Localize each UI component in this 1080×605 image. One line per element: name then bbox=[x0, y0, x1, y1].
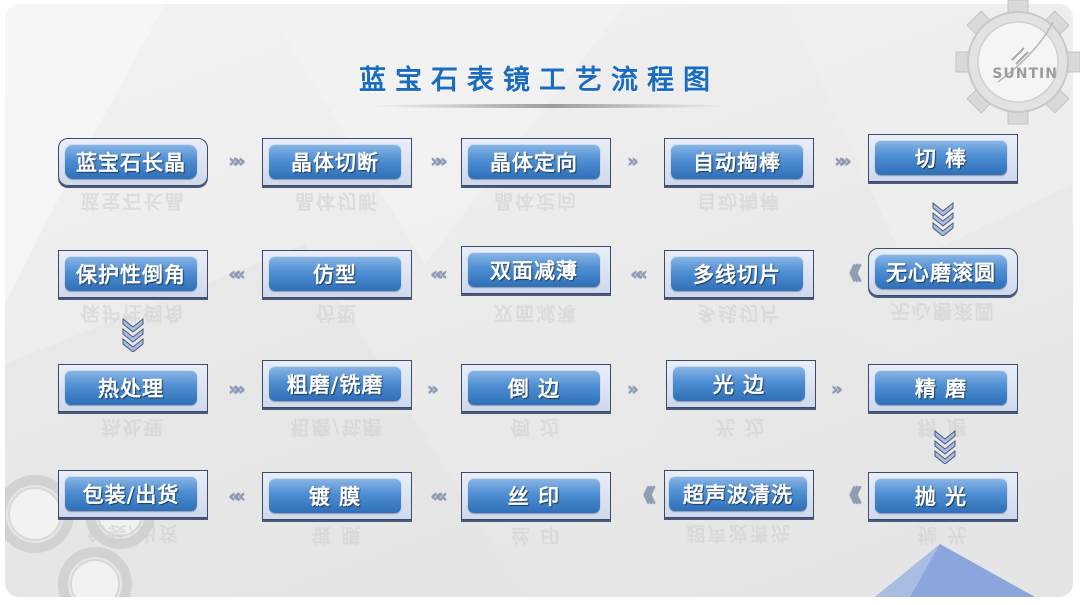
step-multi-wire-slicing[interactable]: 多线切片 bbox=[664, 250, 814, 298]
step-label: 双面减薄 bbox=[490, 258, 578, 283]
arrow-left-icon: 《《 bbox=[634, 486, 656, 507]
step-label: 粗磨/铣磨 bbox=[286, 372, 384, 397]
chevron-down-icon bbox=[932, 201, 954, 236]
step-label: 多线切片 bbox=[693, 262, 781, 287]
step-label: 仿型 bbox=[313, 262, 357, 287]
step-label: 切 棒 bbox=[914, 146, 968, 171]
step-ultrasonic-cleaning[interactable]: 超声波清洗 bbox=[664, 470, 814, 518]
arrow-right-icon: »» bbox=[834, 151, 851, 172]
step-rod-cutting[interactable]: 切 棒 bbox=[868, 134, 1018, 182]
step-label: 晶体切断 bbox=[291, 150, 379, 175]
step-label: 无心磨滚圆 bbox=[886, 260, 996, 285]
step-reflection: 超声波清洗 bbox=[686, 522, 792, 544]
step-coating[interactable]: 镀 膜 bbox=[262, 472, 412, 520]
step-label: 晶体定向 bbox=[490, 150, 578, 175]
step-label: 自动掏棒 bbox=[693, 150, 781, 175]
step-label: 包装/出货 bbox=[82, 482, 180, 507]
logo-text: SUNTIN bbox=[992, 66, 1058, 82]
step-reflection: 晶体定向 bbox=[493, 190, 578, 212]
step-protective-chamfer[interactable]: 保护性倒角 bbox=[58, 250, 208, 298]
step-reflection: 抛 光 bbox=[917, 524, 969, 546]
page-title: 蓝宝石表镜工艺流程图 bbox=[359, 65, 719, 96]
gear-logo-icon bbox=[955, 0, 1080, 125]
step-label: 倒 边 bbox=[507, 376, 561, 401]
step-profiling[interactable]: 仿型 bbox=[262, 250, 412, 298]
arrow-left-icon: «« bbox=[630, 264, 647, 285]
arrow-left-icon: «« bbox=[430, 486, 447, 507]
step-label: 保护性倒角 bbox=[76, 262, 186, 287]
step-label: 精 磨 bbox=[914, 376, 968, 401]
step-reflection: 仿型 bbox=[315, 302, 358, 324]
step-edge-chamfer[interactable]: 倒 边 bbox=[461, 364, 611, 412]
step-reflection: 蓝宝石长晶 bbox=[80, 190, 186, 212]
arrow-right-icon: » bbox=[627, 151, 639, 172]
step-fine-grinding[interactable]: 精 磨 bbox=[868, 364, 1018, 412]
step-reflection: 热处理 bbox=[101, 416, 165, 438]
arrow-right-icon: » bbox=[831, 379, 843, 400]
step-label: 热处理 bbox=[98, 376, 164, 401]
title-underline bbox=[370, 104, 730, 108]
step-reflection: 无心磨滚圆 bbox=[890, 300, 996, 322]
arrow-left-icon: «« bbox=[228, 486, 245, 507]
step-reflection: 双面减薄 bbox=[493, 302, 578, 324]
step-edge-polishing[interactable]: 光 边 bbox=[666, 360, 816, 408]
step-reflection: 晶体切断 bbox=[294, 190, 379, 212]
step-reflection: 包装/出货 bbox=[86, 522, 180, 544]
step-reflection: 丝 印 bbox=[510, 524, 562, 546]
step-crystal-orientation[interactable]: 晶体定向 bbox=[461, 138, 611, 186]
step-heat-treatment[interactable]: 热处理 bbox=[58, 364, 208, 412]
arrow-left-icon: 《《 bbox=[840, 486, 862, 507]
step-label: 丝 印 bbox=[507, 484, 561, 509]
arrow-left-icon: «« bbox=[228, 264, 245, 285]
step-centerless-grinding[interactable]: 无心磨滚圆 bbox=[868, 248, 1018, 296]
arrow-left-icon: «« bbox=[430, 264, 447, 285]
step-label: 光 边 bbox=[712, 372, 766, 397]
step-reflection: 镀 膜 bbox=[311, 524, 363, 546]
company-logo: SUNTIN bbox=[940, 0, 1080, 130]
step-label: 抛 光 bbox=[914, 484, 968, 509]
step-reflection: 倒 边 bbox=[510, 416, 562, 438]
step-label: 镀 膜 bbox=[308, 484, 362, 509]
step-reflection: 光 边 bbox=[715, 416, 767, 438]
step-label: 蓝宝石长晶 bbox=[76, 150, 186, 175]
step-sapphire-crystal-growth[interactable]: 蓝宝石长晶 bbox=[58, 138, 208, 186]
step-polishing[interactable]: 抛 光 bbox=[868, 472, 1018, 520]
chevron-down-icon bbox=[934, 429, 956, 464]
arrow-right-icon: » bbox=[627, 379, 639, 400]
step-rough-grinding-milling[interactable]: 粗磨/铣磨 bbox=[262, 360, 412, 408]
arrow-right-icon: » bbox=[427, 379, 439, 400]
step-label: 超声波清洗 bbox=[683, 482, 793, 507]
arrow-right-icon: »» bbox=[228, 379, 245, 400]
step-reflection: 自动掏棒 bbox=[696, 190, 781, 212]
step-silk-screen[interactable]: 丝 印 bbox=[461, 472, 611, 520]
step-crystal-cutting[interactable]: 晶体切断 bbox=[262, 138, 412, 186]
step-reflection: 多线切片 bbox=[696, 302, 781, 324]
step-auto-coring[interactable]: 自动掏棒 bbox=[664, 138, 814, 186]
step-double-side-thinning[interactable]: 双面减薄 bbox=[461, 246, 611, 294]
chevron-down-icon bbox=[122, 317, 144, 352]
arrow-left-icon: 《《 bbox=[840, 264, 862, 285]
step-packing-shipping[interactable]: 包装/出货 bbox=[58, 470, 208, 518]
step-reflection: 粗磨/铣磨 bbox=[290, 416, 384, 438]
arrow-right-icon: »» bbox=[430, 151, 447, 172]
arrow-right-icon: »» bbox=[228, 151, 245, 172]
